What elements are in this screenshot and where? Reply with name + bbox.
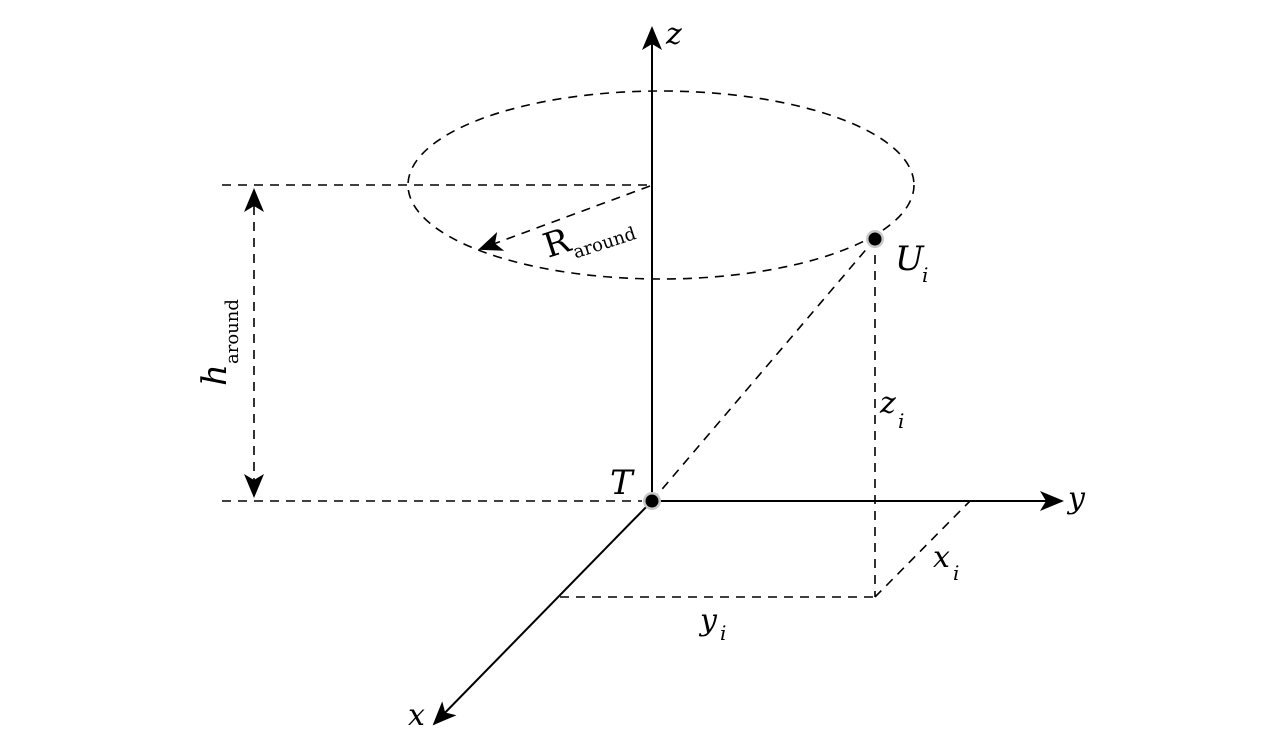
uav-point	[868, 232, 882, 246]
x-axis-label: x	[408, 698, 425, 733]
circular-trajectory	[407, 90, 915, 280]
height-label-subscript: around	[222, 299, 243, 364]
radius-label-group: R around	[538, 220, 639, 266]
uav-label: U	[895, 239, 925, 279]
height-label: h	[195, 364, 235, 386]
xi-projection-line	[874, 500, 971, 598]
yi-label: y	[698, 603, 718, 638]
z-axis-label: z	[665, 17, 682, 52]
xi-label: x	[933, 540, 950, 575]
uav-label-subscript: i	[922, 263, 928, 287]
origin-label: T	[610, 463, 635, 503]
radius-label-subscript: around	[571, 223, 639, 263]
x-axis	[432, 500, 653, 726]
zi-label: z	[879, 386, 896, 421]
yi-label-subscript: i	[720, 621, 726, 645]
xi-label-subscript: i	[953, 561, 959, 585]
radius-arrow	[478, 185, 651, 251]
height-label-group: h around	[195, 299, 243, 386]
origin-point	[645, 494, 659, 508]
zi-label-subscript: i	[898, 409, 904, 433]
y-axis-label: y	[1066, 481, 1086, 516]
